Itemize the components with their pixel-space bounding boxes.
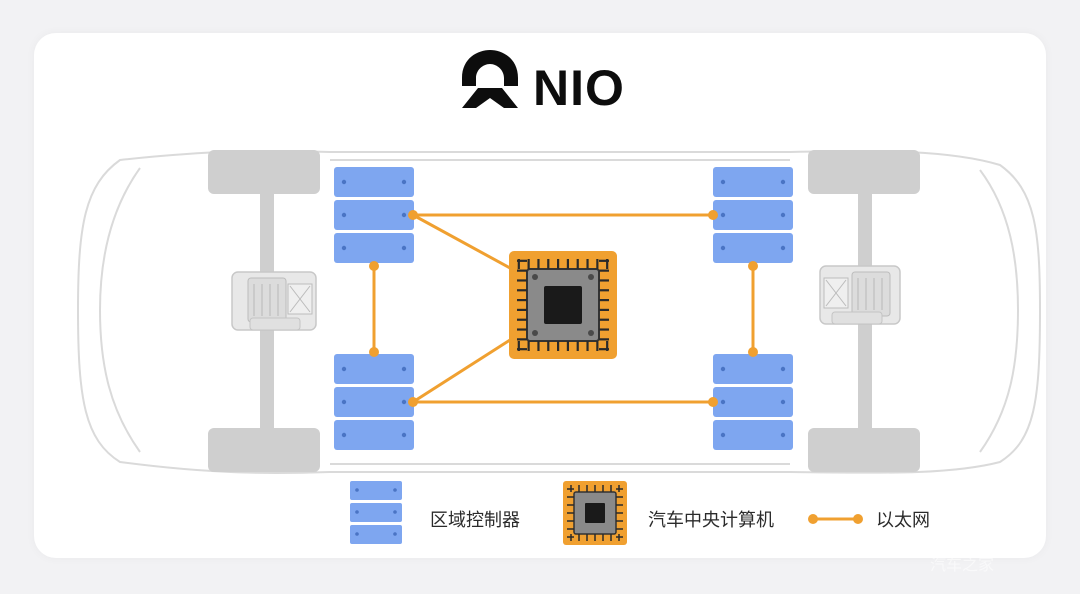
legend-zone-controller-icon	[350, 481, 402, 544]
watermark: 汽车之家	[930, 555, 995, 574]
zone-controller-front-left	[334, 167, 414, 263]
brand-name: NIO	[533, 60, 625, 116]
wheel-front-right	[808, 150, 920, 194]
wheel-front-left	[208, 150, 320, 194]
zone-controller-rear-right	[713, 354, 793, 450]
wheel-rear-left	[208, 428, 320, 472]
legend-zone-controller-label: 区域控制器	[430, 510, 520, 531]
motor-left	[231, 271, 317, 331]
nio-logo-icon	[462, 50, 518, 108]
zone-controller-front-right	[713, 167, 793, 263]
ethernet-network	[372, 213, 755, 404]
central-computer-chip	[509, 251, 617, 359]
legend-ethernet-label: 以太网	[876, 510, 930, 531]
legend-ethernet-icon	[808, 514, 863, 524]
ethernet-cpu-bottom-link	[412, 338, 511, 404]
legend-central-computer-label: 汽车中央计算机	[648, 510, 774, 531]
wheel-rear-right	[808, 428, 920, 472]
ethernet-cpu-top-link	[412, 213, 511, 270]
ethernet-nodes	[369, 210, 758, 407]
legend-central-computer-icon	[563, 481, 627, 545]
zone-controller-rear-left	[334, 354, 414, 450]
motor-right	[819, 265, 901, 325]
